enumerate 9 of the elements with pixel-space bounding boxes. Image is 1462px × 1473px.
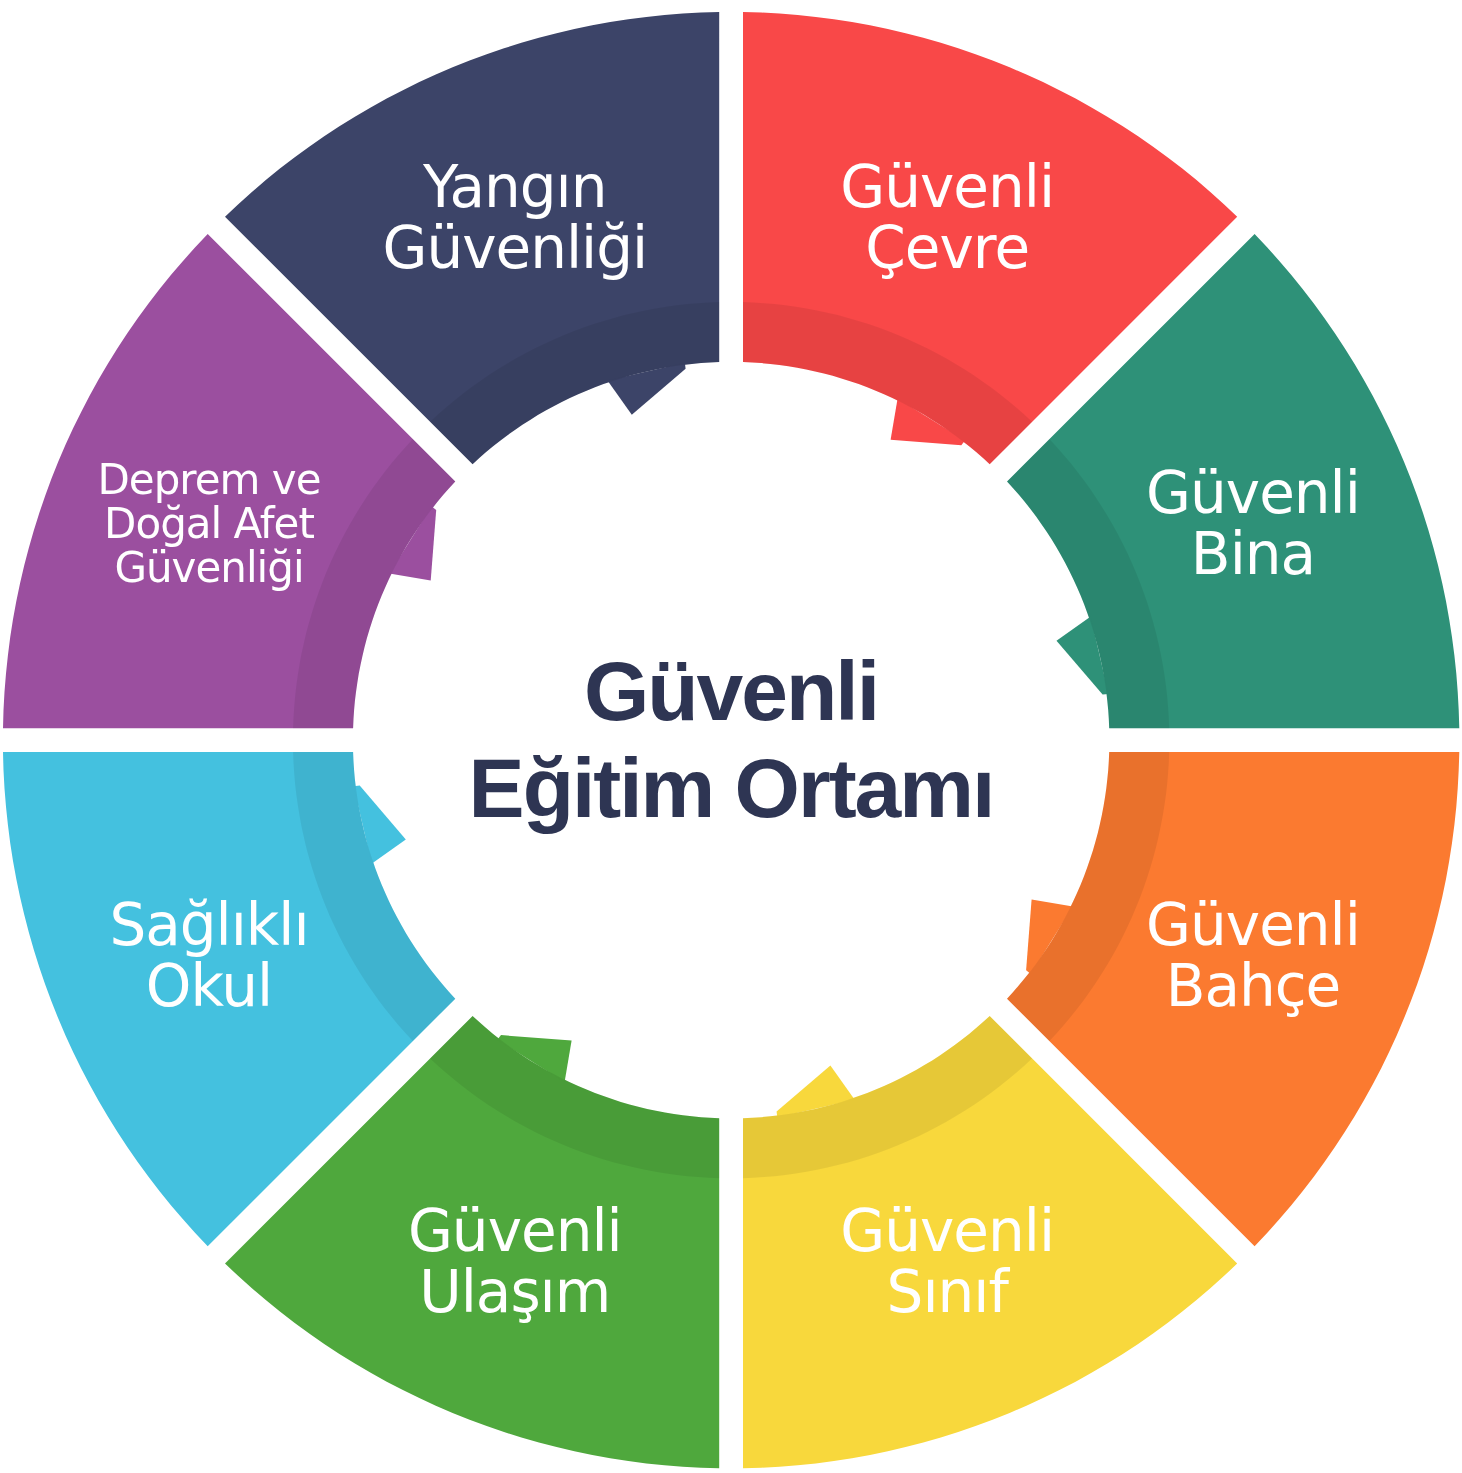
segment-label: Sağlıklı Okul <box>108 895 310 1017</box>
center-title: Güvenli Eğitim Ortamı <box>467 643 995 837</box>
segment-label: Güvenli Çevre <box>839 157 1056 279</box>
segment-label: Güvenli Sınıf <box>839 1200 1056 1323</box>
segment-label: Güvenli Bina <box>1145 462 1361 585</box>
segment-label: Güvenli Bahçe <box>1145 895 1361 1017</box>
segment-label: Deprem ve Doğal Afet Güvenliği <box>96 457 322 591</box>
segment-label: Güvenli Ulaşım <box>406 1200 623 1323</box>
segment-label: Yangın Güvenliği <box>381 157 649 279</box>
